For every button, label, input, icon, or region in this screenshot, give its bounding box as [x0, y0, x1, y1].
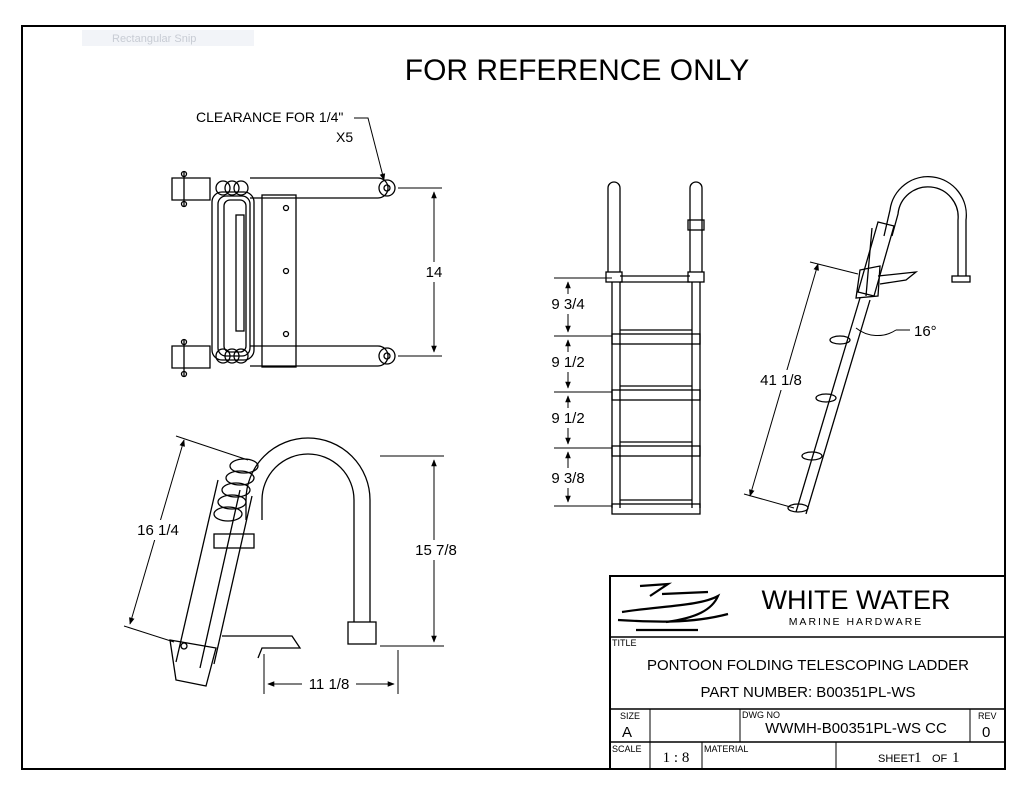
- front-view: [605, 181, 705, 515]
- sheet-value: 1: [914, 750, 922, 766]
- rev-label: REV: [978, 711, 997, 721]
- dwg-label: DWG NO: [742, 710, 780, 720]
- side-view: [169, 437, 377, 687]
- watermark-box: [82, 30, 254, 46]
- dim-step-2: 9 1/2: [551, 354, 584, 371]
- material-label: MATERIAL: [704, 744, 748, 754]
- sheet-label: SHEET: [878, 753, 915, 765]
- size-label: SIZE: [620, 711, 640, 721]
- dim-width-label: 14: [426, 264, 443, 281]
- scale-label: SCALE: [612, 744, 642, 754]
- angled-view: [787, 176, 971, 515]
- dim-step-3: 9 1/2: [551, 410, 584, 427]
- watermark-text: Rectangular Snip: [112, 33, 196, 45]
- dim-side-base-label: 11 1/8: [309, 676, 350, 693]
- clearance-leader: [354, 117, 386, 181]
- dim-side-height-label: 16 1/4: [137, 522, 179, 539]
- clearance-note-line1: CLEARANCE FOR 1/4": [196, 109, 343, 125]
- sheet-border: [21, 25, 1006, 770]
- of-label: OF: [932, 753, 948, 765]
- title-line2: PART NUMBER: B00351PL-WS: [700, 684, 915, 701]
- dim-angle: [855, 327, 910, 337]
- title-line1: PONTOON FOLDING TELESCOPING LADDER: [647, 657, 969, 674]
- size-value: A: [622, 724, 632, 741]
- top-view: [171, 170, 396, 378]
- dim-angle-label: 16°: [914, 323, 937, 340]
- title-block: [609, 575, 1006, 770]
- of-value: 1: [952, 750, 960, 766]
- company-subtitle: MARINE HARDWARE: [789, 616, 924, 628]
- dim-step-1: 9 3/4: [551, 296, 584, 313]
- dim-length-label: 41 1/8: [760, 372, 802, 389]
- dim-side-total-label: 15 7/8: [415, 542, 457, 559]
- clearance-note-line2: X5: [336, 129, 353, 145]
- title-label: TITLE: [612, 638, 637, 648]
- dwg-value: WWMH-B00351PL-WS CC: [765, 720, 947, 737]
- logo-boat-icon: [617, 582, 729, 632]
- page-heading: FOR REFERENCE ONLY: [405, 54, 750, 87]
- scale-value: 1 : 8: [663, 750, 690, 766]
- rev-value: 0: [982, 724, 990, 741]
- company-name: WHITE WATER: [762, 585, 951, 615]
- dim-step-4: 9 3/8: [551, 470, 584, 487]
